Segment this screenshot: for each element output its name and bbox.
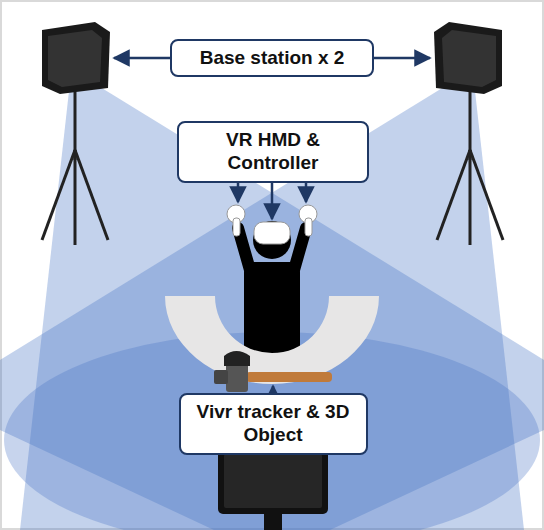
left-base-station bbox=[42, 22, 110, 94]
leader-arrow bbox=[305, 183, 308, 202]
label-box: Vivr tracker & 3D Object bbox=[179, 393, 368, 455]
left-tripod bbox=[42, 92, 108, 245]
leader-arrow bbox=[114, 57, 170, 60]
leader-arrow bbox=[272, 386, 275, 393]
u-table bbox=[165, 296, 379, 384]
right-tripod bbox=[437, 92, 503, 245]
leader-arrow bbox=[374, 57, 430, 60]
leader-arrow bbox=[271, 183, 274, 219]
vr-headset bbox=[254, 222, 290, 244]
box-label: Vivr tracker & 3D Object bbox=[191, 401, 356, 447]
leader-arrow bbox=[237, 183, 240, 202]
label-box: Base station x 2 bbox=[170, 39, 374, 78]
controllers bbox=[227, 205, 317, 236]
right-base-station bbox=[434, 22, 502, 94]
label-box: VR HMD & Controller bbox=[177, 121, 369, 183]
monitor bbox=[218, 448, 328, 530]
box-label: VR HMD & Controller bbox=[189, 129, 357, 175]
hammer-object bbox=[214, 351, 332, 392]
box-label: Base station x 2 bbox=[182, 47, 362, 70]
